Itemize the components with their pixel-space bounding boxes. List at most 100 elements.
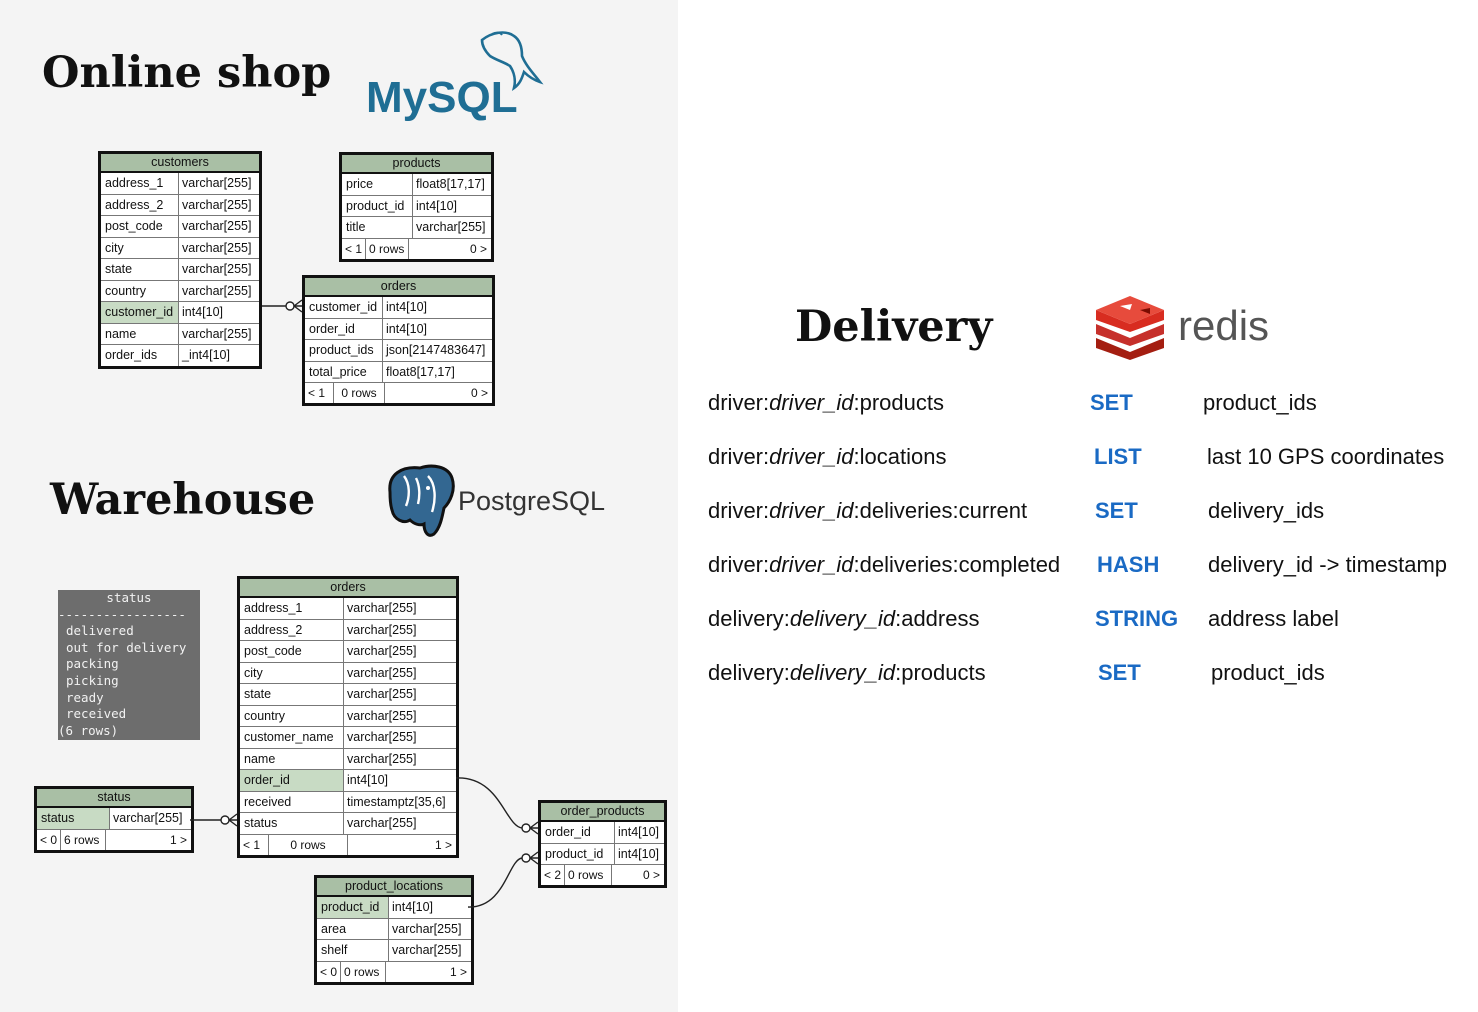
column-name: post_code [101,216,179,237]
column-type: varchar[255] [347,622,417,637]
column-type: varchar[255] [347,601,417,615]
key-variable: driver_id [769,390,854,415]
column-name: post_code [240,641,344,662]
column-type: _int4[10] [182,348,230,362]
key-variable: driver_id [769,552,854,577]
column-name: state [101,259,179,280]
column-type: varchar[255] [392,943,462,957]
prev-page-button[interactable]: < 1 [240,834,269,855]
key-variable: delivery_id [789,660,896,685]
redis-data-type: SET [1090,390,1133,415]
key-prefix: driver: [708,498,770,523]
status-output-divider: ----------------- [58,606,186,622]
status-table-footer: < 0 6 rows 1 > [37,828,191,850]
column-name: city [240,662,344,683]
redis-key-pattern: driver:driver_id:deliveries:current [708,498,1027,524]
next-page-button[interactable]: 0 > [470,386,488,400]
column-type: varchar[255] [182,219,252,233]
column-type: varchar[255] [113,811,183,825]
next-page-button[interactable]: 1 > [169,832,187,847]
redis-data-type: LIST [1094,444,1142,469]
product-locations-order-products-link [467,857,523,908]
next-page-button[interactable]: 1 > [434,837,452,852]
redis-logo: redis [1096,296,1269,360]
redis-key-pattern: delivery:delivery_id:address [708,606,979,632]
column-type: varchar[255] [347,730,417,744]
redis-data-type: SET [1095,498,1138,523]
column-name: shelf [317,940,389,961]
column-name: product_id [541,843,615,864]
redis-value-description: product_ids [1203,390,1317,415]
redis-value-description: delivery_ids [1208,498,1325,523]
redis-logo-text: redis [1178,302,1269,349]
key-variable: driver_id [769,444,854,469]
product-locations-table-footer: < 0 0 rows 1 > [317,960,471,982]
row-count: 0 rows [341,961,387,982]
warehouse-orders-table-footer: < 1 0 rows 1 > [240,833,456,855]
column-name: title [342,217,413,238]
column-name: name [101,323,179,344]
next-page-button[interactable]: 0 > [469,241,487,256]
column-type: varchar[255] [347,751,417,766]
next-page-button[interactable]: 1 > [449,964,467,979]
mysql-logo-text: MySQL [366,73,518,122]
column-type: int4[10] [386,300,428,314]
optional-marker [521,853,531,863]
key-suffix: :products [895,660,986,685]
column-name: customer_name [240,727,344,748]
column-name: customer_id [305,297,383,318]
column-name: order_id [240,770,344,791]
column-type: varchar[255] [392,921,462,936]
key-suffix: :locations [853,444,947,469]
next-page-button[interactable]: 0 > [642,868,660,882]
warehouse-orders-table-header: orders [240,579,456,598]
key-variable: delivery_id [789,606,896,631]
column-name: product_id [317,897,389,918]
redis-data-type: SET [1098,660,1141,685]
order-products-table-footer: < 2 0 rows 0 > [541,864,664,885]
redis-value-description: last 10 GPS coordinates [1207,444,1445,469]
column-name: total_price [305,361,383,382]
prev-page-button[interactable]: < 2 [541,865,566,885]
status-output-count: (6 rows) [58,722,119,738]
status-value: delivered [66,623,134,639]
prev-page-button[interactable]: < 1 [342,238,367,259]
key-prefix: driver: [708,552,770,577]
crowfoot-marker [293,299,303,313]
prev-page-button[interactable]: < 0 [317,961,342,982]
column-type: varchar[255] [182,262,252,276]
prev-page-button[interactable]: < 0 [37,829,62,850]
column-type: int4[10] [618,825,660,839]
column-type: int4[10] [392,900,434,914]
column-type: varchar[255] [416,220,486,234]
products-table-header: products [342,155,491,174]
prev-page-button[interactable]: < 1 [305,383,334,403]
